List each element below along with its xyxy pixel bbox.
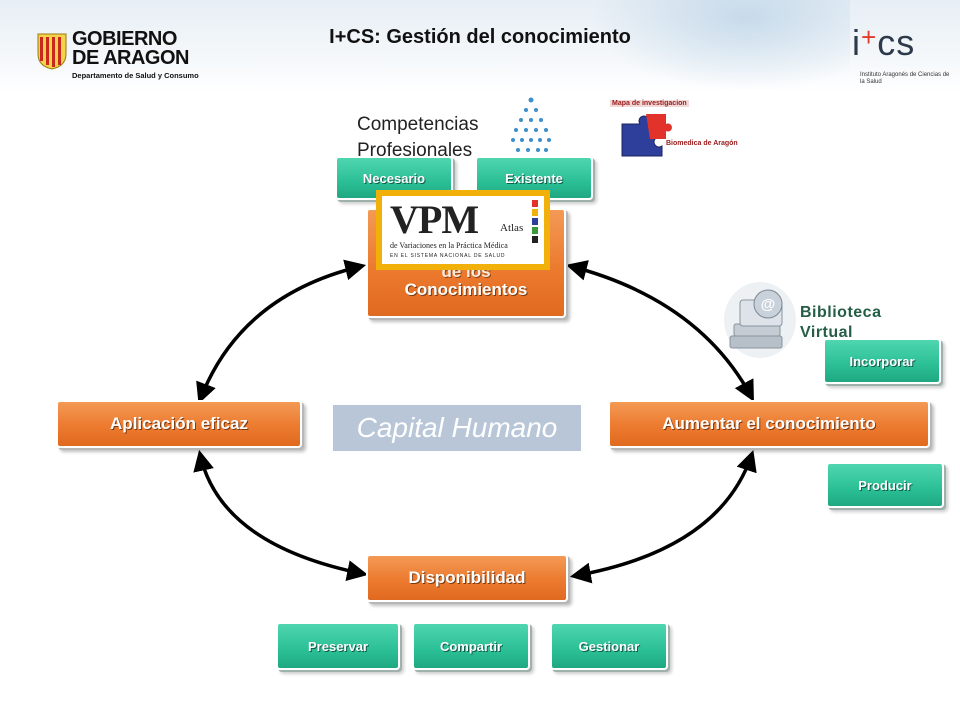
node-incorporar[interactable]: Incorporar: [823, 338, 941, 384]
arrow-top-right: [565, 260, 754, 402]
arrow-bottom-right: [569, 450, 757, 584]
vpm-color-bars: [532, 200, 538, 245]
arrow-bottom-left: [193, 449, 369, 581]
capital-humano: Capital Humano: [333, 405, 581, 451]
node-preservar[interactable]: Preservar: [276, 622, 400, 670]
mapa-title: Mapa de investigacion: [610, 100, 689, 107]
biblioteca-icon: @: [724, 282, 796, 358]
gobierno-logo-subtitle: Departamento de Salud y Consumo: [72, 71, 199, 80]
node-compartir[interactable]: Compartir: [412, 622, 530, 670]
svg-text:@: @: [761, 296, 776, 313]
coat-of-arms-icon: [37, 33, 67, 70]
mapa-investigacion-logo: Mapa de investigacion Biomedica de Aragó…: [608, 100, 738, 158]
node-gestionar[interactable]: Gestionar: [550, 622, 668, 670]
node-conocimientos-label: Conocimientos: [404, 280, 528, 299]
page-title: I+CS: Gestión del conocimiento: [329, 26, 631, 48]
vpm-atlas: Atlas: [500, 222, 524, 234]
vpm-subtitle-2: EN EL SISTEMA NACIONAL DE SALUD: [390, 253, 506, 259]
mapa-subtitle: Biomedica de Aragón: [666, 140, 738, 147]
ics-logo: i+cs Instituto Aragonés de Ciencias de l…: [852, 22, 952, 92]
header-band: [0, 0, 960, 92]
vpm-title: VPM: [390, 197, 479, 242]
people-network-icon: [511, 97, 551, 152]
puzzle-icon: [621, 114, 672, 157]
vpm-atlas-logo: VPM Atlas de Variaciones en la Práctica …: [376, 190, 550, 270]
ics-logo-subtitle: Instituto Aragonés de Ciencias de la Sal…: [860, 72, 950, 85]
ics-logo-text: i+cs: [852, 22, 916, 63]
node-aumentar-conocimiento[interactable]: Aumentar el conocimiento: [608, 400, 930, 448]
node-producir[interactable]: Producir: [826, 462, 944, 508]
node-aplicacion-eficaz[interactable]: Aplicación eficaz: [56, 400, 302, 448]
arrow-top-left: [196, 259, 367, 404]
node-disponibilidad[interactable]: Disponibilidad: [366, 554, 568, 602]
vpm-subtitle: de Variaciones en la Práctica Médica: [390, 241, 508, 250]
